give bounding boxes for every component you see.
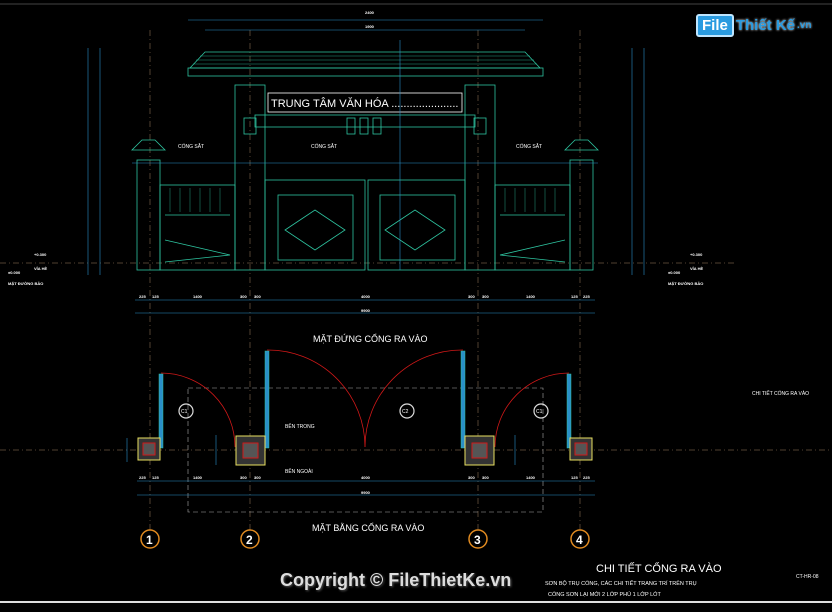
inside-label: BÊN TRONG [285,422,315,430]
axis-label: 1 [146,533,153,547]
dim-text: 300 [254,294,261,299]
gate-label: CỔNG SẮT [178,142,204,150]
gate-leaf [264,179,366,271]
plan-dimensions [126,435,595,496]
plan-bottom-dims: 225 125 1400 300 300 4000 300 300 1400 1… [139,475,590,495]
gate-leaf [367,179,466,271]
dim-text: 225 [139,475,146,480]
side-note: CHI TIẾT CỔNG RA VÀO [752,390,809,397]
dim-text: 125 [152,294,159,299]
gate-tags [178,403,549,419]
elevation-dimensions [87,19,645,314]
dim-text: 4000 [361,475,371,480]
roof-outline [187,387,544,513]
level-text: VỈA HÈ [34,266,48,271]
sheet-code: CT-HR-08 [796,574,819,580]
dim-text: 4000 [361,294,371,299]
dim-text: 1400 [526,294,536,299]
outside-label: BÊN NGOÀI [285,467,313,475]
dim-text: 225 [583,475,590,480]
gate-label: CỔNG SẮT [516,142,542,150]
axis-label: 2 [246,533,253,547]
gate-tag: C1 [181,409,188,415]
level-text: MẶT ĐƯỜNG BẢO [668,281,703,286]
elevation-title: MẶT ĐỨNG CỔNG RA VÀO [313,333,428,344]
main-pillar-left [234,84,266,271]
level-text: VỈA HÈ [690,266,704,271]
dim-text: 1400 [193,475,203,480]
door-leaves [158,350,572,449]
level-text: +0.300 [690,252,703,257]
copyright-watermark: Copyright © FileThietKe.vn [280,570,512,590]
level-text: +0.300 [34,252,47,257]
logo: File Thiết Kế .vn [696,14,811,37]
sheet-note-2: CỔNG SƠN LẠI MỚI 2 LỚP PHỦ 1 LỚP LÓT [548,591,661,598]
level-text: ±0.000 [8,270,21,275]
dim-text: 300 [254,475,261,480]
elevation-gate [131,51,599,271]
dim-text: 125 [152,475,159,480]
sign-text: TRUNG TÂM VĂN HÓA ...................... [271,97,458,110]
dim-text: 125 [571,475,578,480]
dim-text: 225 [583,294,590,299]
logo-box: File [696,14,734,37]
dim-text: 1400 [193,294,203,299]
side-gate-right [494,184,571,271]
door-swing-arcs [160,349,570,448]
dim-text: 9900 [361,490,371,495]
dim-text: 300 [468,294,475,299]
dim-text: 300 [468,475,475,480]
elevation-bottom-dims: 225 125 1400 300 300 4000 300 300 1400 1… [139,294,590,313]
dim-text: 2400 [365,10,375,15]
dim-text: 300 [240,475,247,480]
dim-text: 9900 [361,308,371,313]
plan-columns [137,435,593,466]
dim-text: 225 [139,294,146,299]
dim-text: 1400 [526,475,536,480]
logo-name: Thiết Kế [735,17,796,34]
dim-text: 125 [571,294,578,299]
side-gate-left [159,184,236,271]
axis-markers [140,529,590,549]
dim-text: 300 [482,294,489,299]
gate-tag: C2 [402,409,409,415]
gate-label: CỔNG SẮT [311,142,337,150]
level-text: MẶT ĐƯỜNG BẢO [8,281,43,286]
dim-text: 1900 [365,24,375,29]
logo-tld: .vn [797,20,812,31]
small-pillar-right [569,159,594,271]
small-pillar-left [136,159,161,271]
sheet-note-1: SƠN BỘ TRỤ CỔNG, CÁC CHI TIẾT TRANG TRÍ … [545,579,697,587]
dim-text: 300 [240,294,247,299]
main-pillar-right [464,84,496,271]
sign-board [267,92,463,113]
gate-tag: C1 [536,409,543,415]
dim-text: 300 [482,475,489,480]
axis-label: 4 [576,533,583,547]
level-text: ±0.000 [668,270,681,275]
axis-label: 3 [474,533,481,547]
roof-beam [187,67,544,77]
plan-title: MẶT BẰNG CỔNG RA VÀO [312,522,424,533]
sheet-title: CHI TIẾT CỔNG RA VÀO [596,562,722,575]
gate-bars [169,188,556,212]
